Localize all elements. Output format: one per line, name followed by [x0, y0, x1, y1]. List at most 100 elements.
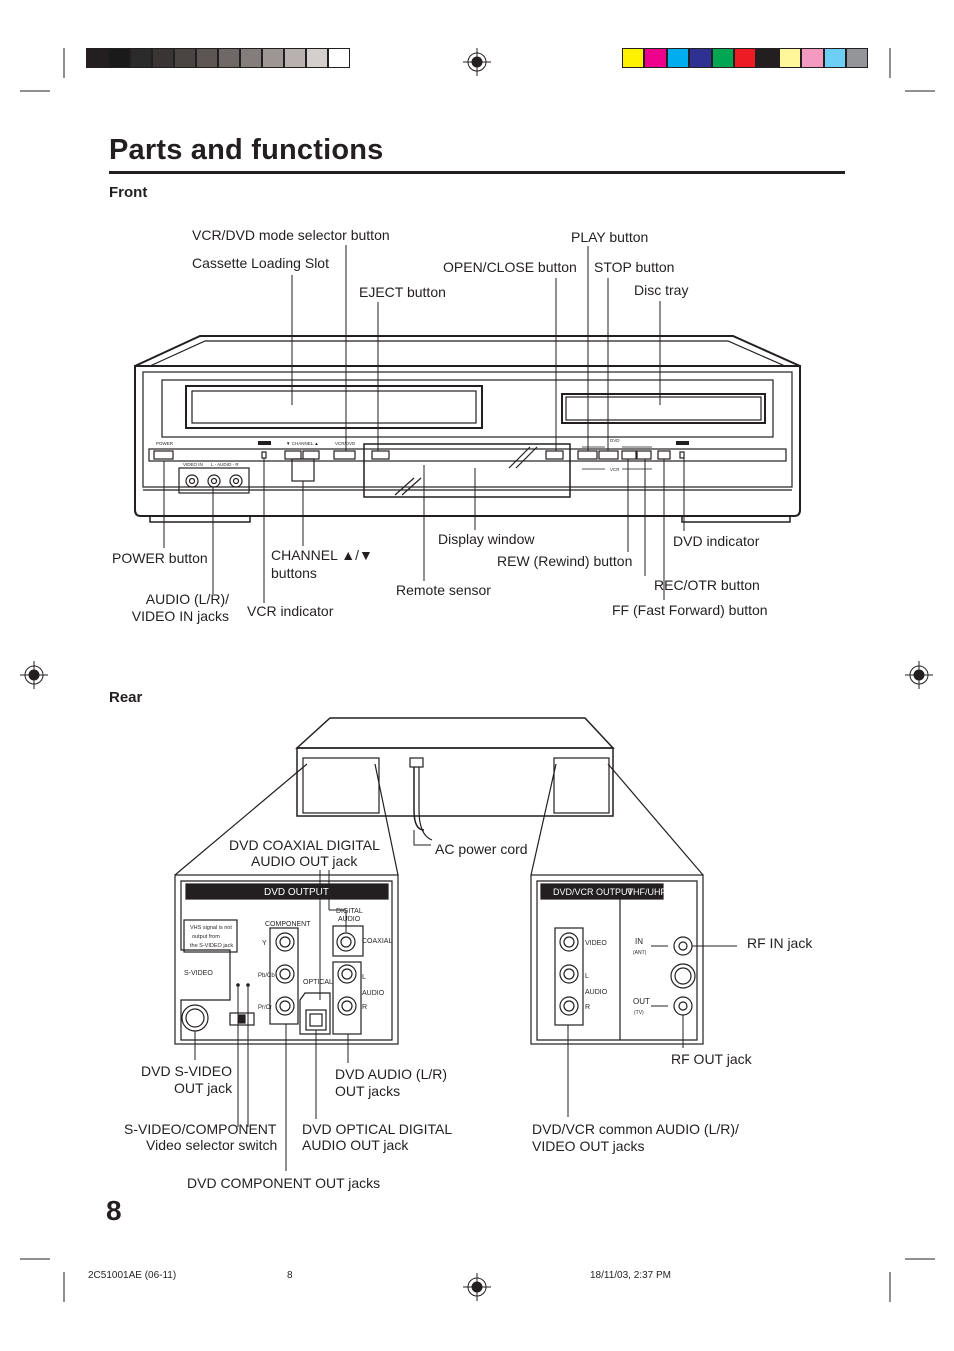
label-rew: REW (Rewind) button — [497, 553, 633, 569]
page-number: 8 — [106, 1195, 122, 1226]
panel-text-vcr-small: VCR — [610, 467, 620, 472]
footer-doc-code: 2C51001AE (06-11) — [88, 1270, 177, 1281]
label-vcr-indicator: VCR indicator — [247, 603, 334, 619]
panel-dvdvcr-output: DVD/VCR OUTPUT — [553, 887, 634, 897]
rear-heading: Rear — [109, 689, 143, 706]
label-rf-out: RF OUT jack — [671, 1051, 752, 1067]
label-audio-in-2: VIDEO IN jacks — [131, 608, 229, 624]
label-optical-2: AUDIO OUT jack — [302, 1137, 409, 1153]
label-play: PLAY button — [571, 229, 649, 245]
panel-text-video-in: VIDEO IN — [183, 462, 203, 467]
color-swatch — [711, 48, 734, 68]
label-stop: STOP button — [594, 259, 675, 275]
panel-vhfuhf: VHF/UHF — [627, 887, 666, 897]
color-swatch — [644, 48, 667, 68]
registration-mark-bottom — [463, 1273, 491, 1301]
panel-coaxial: COAXIAL — [362, 938, 392, 945]
panel-l: L — [362, 974, 366, 981]
color-swatch — [689, 48, 712, 68]
front-heading: Front — [109, 184, 148, 201]
color-swatch — [734, 48, 757, 68]
page-title: Parts and functions — [109, 134, 384, 166]
label-switch-1: S-VIDEO/COMPONENT — [124, 1121, 277, 1137]
panel-r-2: R — [585, 1004, 590, 1011]
label-component: DVD COMPONENT OUT jacks — [187, 1175, 381, 1191]
gray-swatch — [174, 48, 196, 68]
label-rf-in: RF IN jack — [747, 935, 813, 951]
footer-page: 8 — [287, 1270, 293, 1281]
panel-vhs-note-1: VHS signal is not — [190, 925, 232, 931]
label-remote-sensor: Remote sensor — [396, 582, 491, 598]
panel-svideo: S-VIDEO — [184, 970, 213, 977]
panel-audio: AUDIO — [362, 990, 385, 997]
panel-ant: (ANT) — [633, 950, 647, 956]
color-swatch — [846, 48, 869, 68]
label-mode-selector: VCR/DVD mode selector button — [192, 227, 390, 243]
gray-swatch — [86, 48, 108, 68]
label-optical-1: DVD OPTICAL DIGITAL — [302, 1121, 453, 1137]
label-rec-otr: REC/OTR button — [654, 577, 760, 593]
registration-mark-right — [905, 661, 933, 689]
panel-optical: OPTICAL — [303, 979, 333, 986]
panel-text-power: POWER — [156, 441, 174, 446]
panel-tv: (TV) — [634, 1010, 644, 1016]
label-svideo-2: OUT jack — [174, 1080, 233, 1096]
label-svideo-1: DVD S-VIDEO — [141, 1063, 233, 1079]
label-common-1: DVD/VCR common AUDIO (L/R)/ — [532, 1121, 739, 1137]
gray-swatch — [130, 48, 152, 68]
panel-vcr-badge — [258, 441, 271, 445]
label-power: POWER button — [112, 550, 208, 566]
label-dvd-audio-2: OUT jacks — [335, 1083, 401, 1099]
panel-in: IN — [635, 937, 643, 946]
color-swatch — [778, 48, 802, 68]
color-swatch — [823, 48, 846, 68]
label-channel-2: buttons — [271, 565, 317, 581]
label-coaxial-1: DVD COAXIAL DIGITAL — [229, 837, 380, 853]
label-audio-in-1: AUDIO (L/R)/ — [145, 591, 229, 607]
label-channel-1: CHANNEL ▲/▼ — [271, 547, 373, 563]
label-cassette-slot: Cassette Loading Slot — [192, 255, 329, 271]
panel-digital-2: AUDIO — [338, 916, 361, 923]
panel-out: OUT — [633, 997, 650, 1006]
panel-pr: Pr/Cr — [258, 1005, 272, 1011]
gray-swatch — [306, 48, 328, 68]
panel-digital-1: DIGITAL — [336, 908, 363, 915]
registration-mark-top — [463, 48, 491, 76]
gray-swatch — [108, 48, 130, 68]
gray-swatch — [240, 48, 262, 68]
color-swatch — [666, 48, 690, 68]
panel-vhs-note-3: the S-VIDEO jack — [190, 943, 233, 949]
label-ac-cord: AC power cord — [435, 841, 528, 857]
color-swatch — [622, 48, 645, 68]
panel-pb: Pb/Cb — [258, 973, 275, 979]
label-display-window: Display window — [438, 531, 535, 547]
front-leader-lines — [163, 245, 685, 603]
gray-swatch — [218, 48, 240, 68]
color-swatch — [756, 48, 779, 68]
label-eject: EJECT button — [359, 284, 446, 300]
panel-dvd-output: DVD OUTPUT — [264, 887, 329, 898]
panel-l-2: L — [585, 973, 589, 980]
color-swatch — [801, 48, 824, 68]
gray-swatch — [328, 48, 350, 68]
panel-text-channel: ▼ CHANNEL ▲ — [286, 441, 319, 446]
panel-text-audio-in: L - AUDIO - R — [211, 462, 239, 467]
label-open-close: OPEN/CLOSE button — [443, 259, 577, 275]
label-ff: FF (Fast Forward) button — [612, 602, 768, 618]
registration-mark-left — [20, 661, 48, 689]
label-disc-tray: Disc tray — [634, 282, 689, 298]
footer-timestamp: 18/11/03, 2:37 PM — [590, 1270, 671, 1281]
panel-y: Y — [262, 940, 267, 947]
label-common-2: VIDEO OUT jacks — [532, 1138, 645, 1154]
panel-text-dvd-small: DVD — [610, 438, 620, 443]
label-switch-2: Video selector switch — [146, 1137, 278, 1153]
gray-swatch — [196, 48, 218, 68]
rear-leader-lines — [194, 830, 737, 1171]
label-dvd-indicator: DVD indicator — [673, 533, 760, 549]
gray-swatch — [152, 48, 174, 68]
panel-component: COMPONENT — [265, 921, 311, 928]
title-rule — [109, 171, 845, 174]
